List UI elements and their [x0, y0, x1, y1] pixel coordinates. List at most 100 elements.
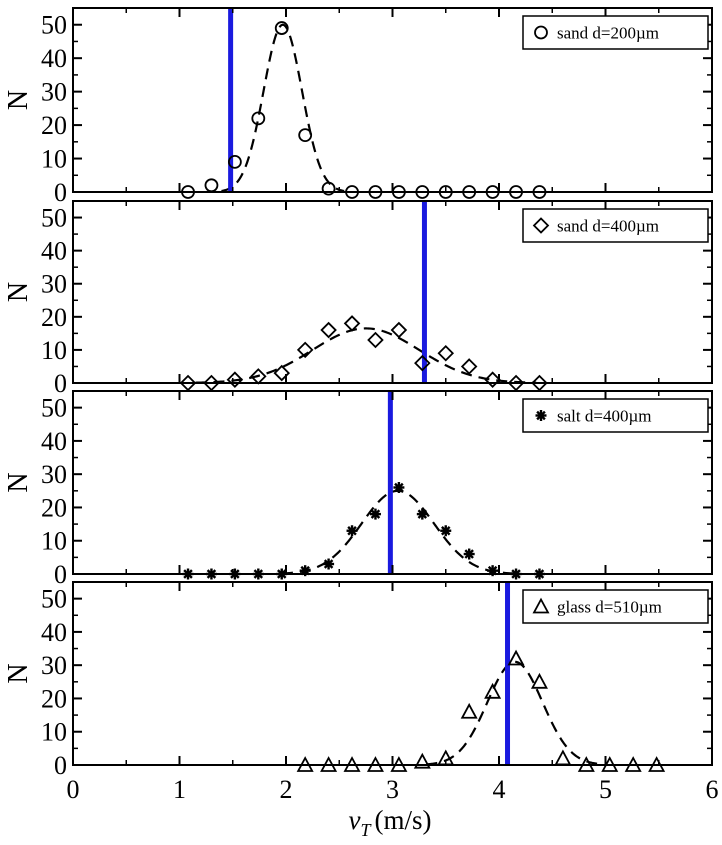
y-tick-label: 0: [54, 751, 67, 780]
asterisk-stroke: [464, 549, 474, 559]
data-point: [204, 178, 219, 193]
asterisk-stroke: [347, 526, 357, 536]
y-tick-label: 50: [41, 394, 67, 423]
fit-curve: [221, 23, 345, 193]
asterisk-stroke: [536, 410, 546, 421]
legend-label: sand d=400µm: [557, 217, 659, 236]
y-tick-label: 30: [41, 460, 67, 489]
data-point: [416, 508, 428, 520]
data-point: [507, 649, 525, 666]
legend-marker-icon: [535, 410, 547, 421]
data-point: [346, 525, 358, 537]
data-point: [274, 21, 289, 35]
legend: sand d=200µm: [522, 15, 709, 50]
data-point: [273, 364, 291, 382]
legend-marker-icon: [532, 217, 550, 234]
legend: sand d=400µm: [522, 208, 709, 243]
legend: salt d=400µm: [522, 398, 709, 433]
y-axis-title: N: [3, 472, 34, 492]
legend: glass d=510µm: [522, 589, 709, 624]
x-tick-label: 0: [67, 775, 80, 804]
y-tick-label: 30: [41, 78, 67, 107]
y-tick-label: 40: [41, 44, 67, 73]
y-tick-label: 50: [41, 11, 67, 40]
y-tick-label: 20: [41, 303, 67, 332]
x-axis-title: vT(m/s): [349, 805, 432, 840]
y-tick-label: 0: [54, 560, 67, 589]
y-tick-label: 20: [41, 493, 67, 522]
data-point: [530, 672, 548, 689]
data-point: [484, 682, 502, 699]
legend-box: [522, 208, 709, 243]
data-point: [414, 354, 431, 372]
data-point: [484, 371, 501, 388]
data-point: [413, 752, 431, 769]
y-axis-title: N: [3, 663, 34, 683]
data-point: [463, 548, 475, 560]
x-tick-label: 1: [173, 775, 186, 804]
y-tick-label: 10: [41, 527, 67, 556]
legend-label: glass d=510µm: [557, 598, 662, 617]
x-tick-label: 2: [280, 775, 293, 804]
data-point: [393, 481, 405, 493]
y-tick-label: 40: [41, 427, 67, 456]
y-axis-title: N: [3, 90, 34, 110]
data-point: [390, 321, 408, 339]
y-tick-label: 50: [41, 585, 67, 614]
y-tick-label: 30: [41, 651, 67, 680]
y-tick-label: 0: [54, 369, 67, 398]
fit-curve: [426, 660, 604, 766]
legend-marker-icon: [532, 597, 550, 614]
y-tick-label: 10: [41, 336, 67, 365]
data-point: [320, 321, 337, 339]
fit-curve: [195, 327, 537, 384]
asterisk-stroke: [323, 559, 334, 569]
asterisk-stroke: [370, 509, 381, 519]
x-tick-label: 5: [599, 775, 612, 804]
data-point: [369, 508, 381, 520]
data-point: [226, 371, 244, 388]
data-point: [343, 315, 361, 332]
legend-box: [522, 589, 709, 624]
asterisk-stroke: [417, 509, 428, 519]
y-tick-label: 30: [41, 270, 67, 299]
data-point: [554, 749, 572, 766]
y-tick-label: 20: [41, 684, 67, 713]
y-tick-label: 10: [41, 718, 67, 747]
y-tick-label: 40: [41, 237, 67, 266]
y-tick-label: 0: [54, 178, 67, 207]
y-tick-label: 40: [41, 618, 67, 647]
y-tick-label: 20: [41, 111, 67, 140]
x-axis: 0 1 2 3 4 5 6: [67, 775, 719, 804]
legend-box: [522, 398, 709, 433]
legend-box: [522, 15, 709, 50]
asterisk-stroke: [394, 482, 404, 493]
legend-label: sand d=200µm: [557, 24, 659, 43]
y-tick-label: 50: [41, 204, 67, 233]
data-point: [323, 558, 335, 570]
data-point: [321, 181, 336, 196]
asterisk-stroke: [441, 526, 451, 536]
y-axis-title: N: [3, 282, 34, 302]
data-point: [460, 358, 478, 375]
x-tick-label: 6: [706, 775, 719, 804]
data-point: [227, 154, 242, 169]
y-tick-label: 10: [41, 145, 67, 174]
legend-marker-icon: [534, 25, 548, 40]
x-tick-label: 3: [386, 775, 399, 804]
fit-curve: [281, 489, 514, 575]
data-point: [437, 344, 455, 362]
legend-label: salt d=400µm: [557, 407, 651, 426]
data-point: [251, 111, 266, 126]
x-tick-label: 4: [493, 775, 506, 804]
data-point: [440, 525, 452, 537]
data-point: [296, 341, 314, 359]
data-point: [367, 331, 384, 349]
data-point: [298, 128, 313, 143]
